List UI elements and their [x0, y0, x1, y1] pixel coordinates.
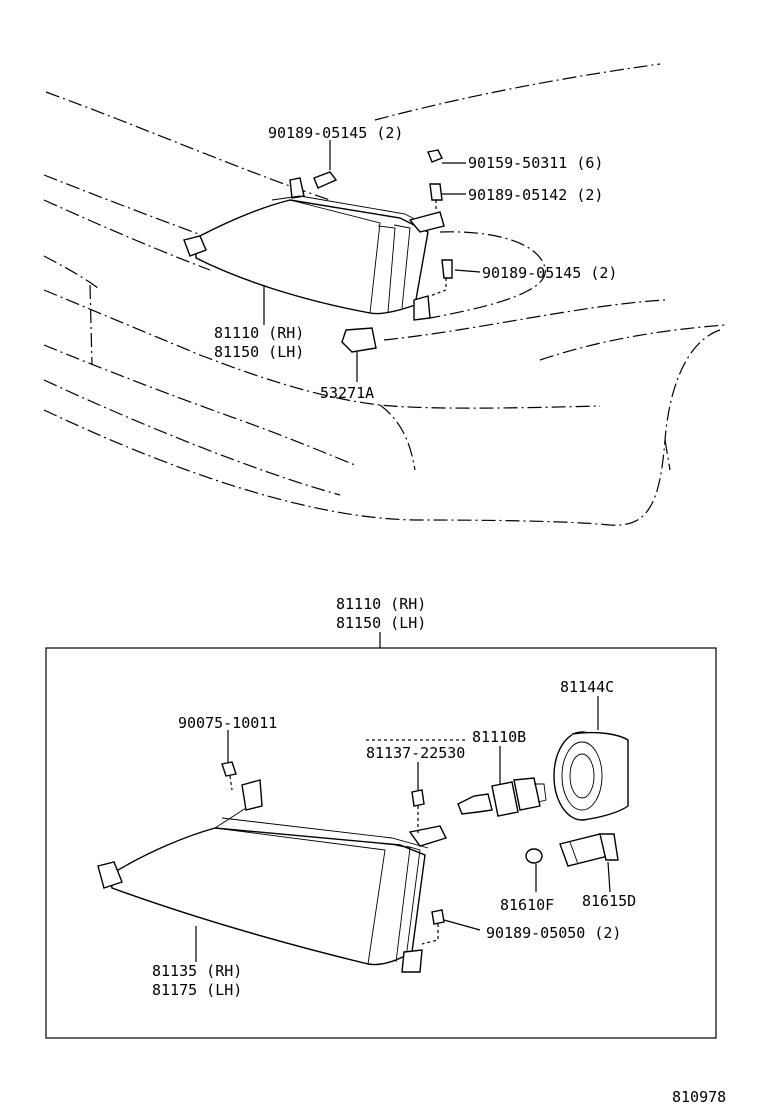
upper-leader-lines — [263, 140, 481, 382]
lower-leader-lines — [195, 696, 611, 962]
diagram-code: 810978 — [672, 1088, 726, 1106]
label-lens-lh: 81175 (LH) — [152, 981, 242, 999]
label-bolt-right: 90189-05145 (2) — [482, 264, 617, 282]
label-unit-lh: 81150 (LH) — [214, 343, 304, 361]
upper-fasteners — [313, 149, 453, 353]
bulb-socket — [559, 833, 619, 867]
label-small-bulb: 81610F — [500, 896, 554, 914]
label-lens-rh: 81135 (RH) — [152, 962, 242, 980]
label-screw: 90075-10011 — [178, 714, 277, 732]
vehicle-body-outline — [43, 63, 726, 526]
label-socket: 81615D — [582, 892, 636, 910]
lower-fasteners — [221, 761, 445, 945]
label-adjuster: 81137-22530 — [366, 744, 465, 762]
label-assy-lh: 81150 (LH) — [336, 614, 426, 632]
socket-cover — [553, 731, 629, 821]
lower-headlamp-unit — [97, 779, 447, 973]
label-bulb: 81110B — [472, 728, 526, 746]
label-nut-lower: 90189-05050 (2) — [486, 924, 621, 942]
label-bolt-top: 90189-05145 (2) — [268, 124, 403, 142]
upper-headlamp-unit — [183, 177, 445, 321]
halogen-bulb — [457, 777, 547, 817]
assembly-frame — [45, 647, 717, 1039]
label-nut: 90189-05142 (2) — [468, 186, 603, 204]
label-assy-rh: 81110 (RH) — [336, 595, 426, 613]
small-bulb — [525, 848, 543, 864]
label-clip: 90159-50311 (6) — [468, 154, 603, 172]
label-unit-rh: 81110 (RH) — [214, 324, 304, 342]
label-socket-cover: 81144C — [560, 678, 614, 696]
label-bracket: 53271A — [320, 384, 374, 402]
